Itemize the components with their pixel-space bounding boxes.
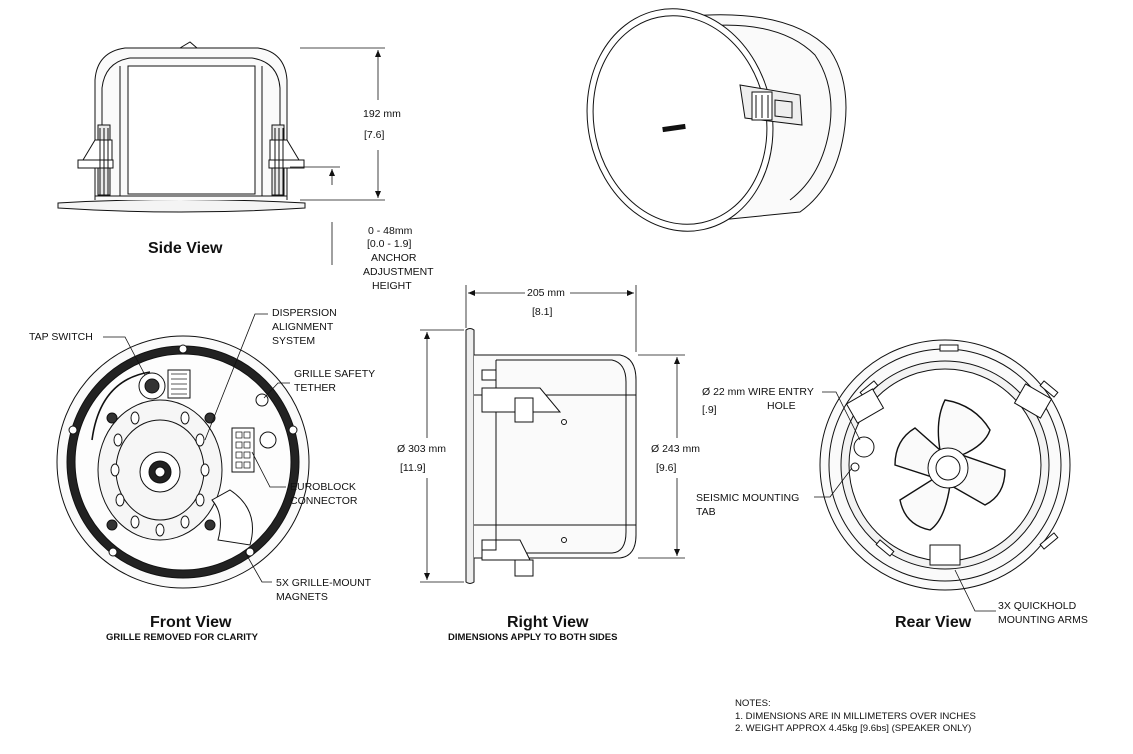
front-view-drawing: [56, 335, 310, 589]
outer-diameter-mm: Ø 303 mm: [397, 443, 447, 455]
notes-block: NOTES: 1. DIMENSIONS ARE IN MILLIMETERS …: [735, 698, 976, 736]
wire-entry-callout-line2: HOLE: [767, 400, 796, 412]
height-dimension-in: [7.6]: [364, 129, 385, 141]
dispersion-callout-line2: ALIGNMENT: [272, 321, 334, 333]
height-dimension-mm: 192 mm: [363, 108, 401, 120]
rear-view-drawing: [819, 339, 1071, 591]
magnets-callout-line2: MAGNETS: [276, 591, 328, 603]
right-view-subtitle: DIMENSIONS APPLY TO BOTH SIDES: [448, 632, 618, 643]
front-view-title: Front View: [150, 614, 232, 631]
anchor-label-line2: ADJUSTMENT: [363, 266, 434, 278]
notes-heading: NOTES:: [735, 698, 771, 709]
anchor-label-line1: ANCHOR: [371, 252, 417, 264]
seismic-callout-line1: SEISMIC MOUNTING: [696, 492, 800, 504]
seismic-callout-line2: TAB: [696, 506, 716, 518]
grille-tether-callout-line2: TETHER: [294, 382, 336, 394]
right-view-drawing: [465, 328, 637, 584]
depth-dimension-mm: 205 mm: [527, 287, 565, 299]
right-view-dimension-lines: [420, 285, 685, 583]
anchor-dimension-in: [0.0 - 1.9]: [367, 238, 412, 250]
dispersion-callout-line1: DISPERSION: [272, 307, 337, 319]
tap-switch-callout: TAP SWITCH: [29, 331, 93, 343]
anchor-dimension-mm: 0 - 48mm: [368, 225, 413, 237]
inner-diameter-mm: Ø 243 mm: [651, 443, 701, 455]
side-view-drawing: [57, 41, 306, 213]
note-item: 2. WEIGHT APPROX 4.45kg [9.6bs] (SPEAKER…: [735, 723, 972, 734]
outer-diameter-in: [11.9]: [400, 462, 426, 474]
anchor-label-line3: HEIGHT: [372, 280, 412, 292]
dispersion-callout-line3: SYSTEM: [272, 335, 316, 347]
quickhold-callout-line2: MOUNTING ARMS: [998, 614, 1088, 626]
rear-view-leaders: [814, 391, 996, 612]
depth-dimension-in: [8.1]: [532, 306, 553, 318]
grille-tether-callout-line1: GRILLE SAFETY: [294, 368, 376, 380]
side-view-dimension-lines: [290, 47, 385, 265]
rear-view-title: Rear View: [895, 614, 972, 631]
front-view-leaders: [103, 313, 290, 583]
wire-entry-callout-mm: Ø 22 mm WIRE ENTRY: [702, 386, 814, 398]
wire-entry-in: [.9]: [702, 404, 717, 416]
isometric-speaker-drawing: [586, 8, 847, 232]
front-view-subtitle: GRILLE REMOVED FOR CLARITY: [106, 632, 258, 643]
side-view-title: Side View: [148, 240, 223, 257]
magnets-callout-line1: 5X GRILLE-MOUNT: [276, 577, 372, 589]
euroblock-callout-line2: CONNECTOR: [290, 495, 358, 507]
euroblock-callout-line1: EUROBLOCK: [290, 481, 356, 493]
right-view-title: Right View: [507, 614, 589, 631]
note-item: 1. DIMENSIONS ARE IN MILLIMETERS OVER IN…: [735, 710, 976, 722]
quickhold-callout-line1: 3X QUICKHOLD: [998, 600, 1077, 612]
inner-diameter-in: [9.6]: [656, 462, 677, 474]
